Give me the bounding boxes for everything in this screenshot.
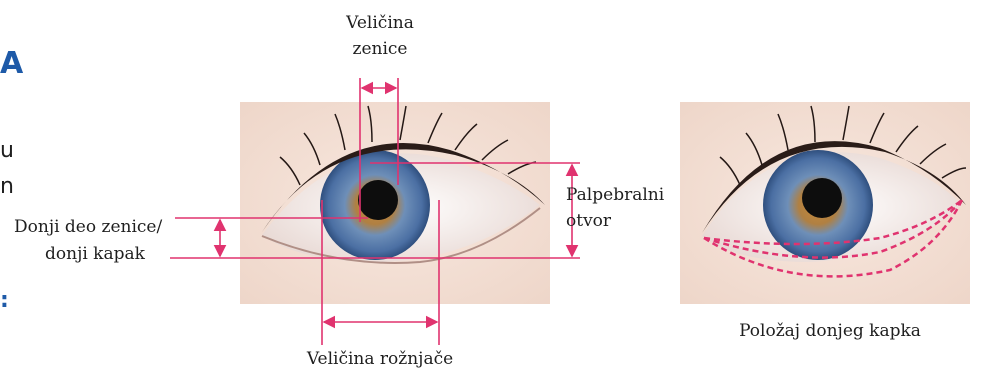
lower-pupil-label-line2: donji kapak [45,243,145,265]
palpebral-label-line1: Palpebralni [566,184,664,206]
cornea-size-label: Veličina rožnjače [280,348,480,370]
right-eye-photo [680,102,970,304]
pupil-size-label-line2: zenice [325,38,435,60]
palpebral-label-line2: otvor [566,210,611,232]
lower-pupil-label-line1: Donji deo zenice/ [14,216,162,238]
pupil-size-label-line1: Veličina [325,12,435,34]
lower-lid-position-label: Položaj donjeg kapka [720,320,940,342]
left-eye-photo [240,102,550,304]
